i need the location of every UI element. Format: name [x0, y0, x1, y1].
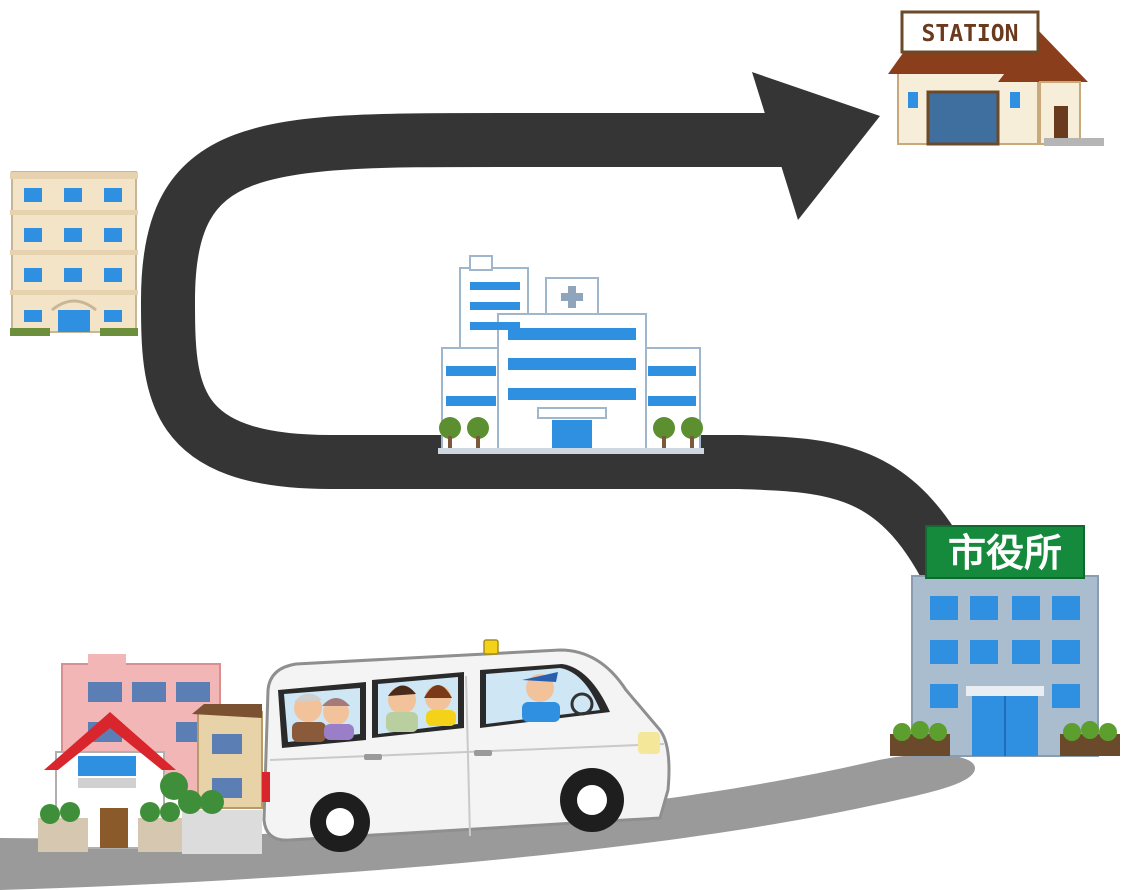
city-hall-icon: 市役所 [890, 525, 1120, 757]
houses-icon [38, 654, 263, 854]
station-icon: STATION [888, 10, 1104, 146]
hospital-icon [438, 255, 704, 454]
front-wheel [560, 768, 624, 832]
rear-wheel [310, 792, 370, 852]
city-hall-sign: 市役所 [948, 531, 1062, 575]
apartment-building-icon [10, 171, 138, 336]
taxi-van-icon [262, 639, 671, 852]
station-sign: STATION [922, 21, 1019, 47]
arrowhead [752, 72, 880, 220]
passengers [292, 672, 594, 742]
route-arrow [141, 72, 980, 597]
